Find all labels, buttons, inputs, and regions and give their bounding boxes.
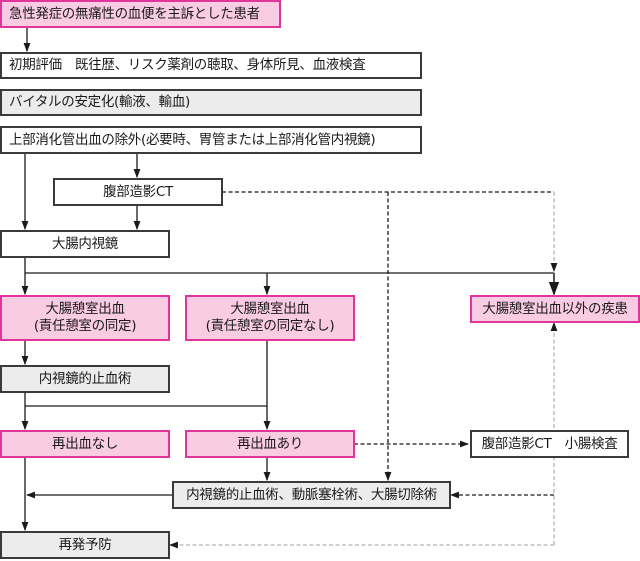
node-diverticular-not-identified-line2: (責任憩室の同定なし) — [205, 318, 335, 334]
node-diverticular-identified: 大腸憩室出血 (責任憩室の同定) — [0, 295, 170, 341]
node-diverticular-identified-line1: 大腸憩室出血 — [45, 301, 125, 317]
node-ct: 腹部造影CT — [53, 178, 223, 206]
node-upper-gi-label: 上部消化管出血の除外(必要時、胃管または上部消化管内視鏡) — [9, 131, 376, 148]
node-patient-label: 急性発症の無痛性の血便を主訴とした患者 — [9, 5, 260, 22]
node-rebleeding-label: 再出血あり — [237, 435, 303, 452]
node-diverticular-identified-line2: (責任憩室の同定) — [33, 318, 137, 334]
node-no-rebleeding-label: 再出血なし — [52, 435, 118, 452]
node-intervention: 内視鏡的止血術、動脈塞栓術、大腸切除術 — [172, 481, 451, 509]
node-prevention-label: 再発予防 — [58, 536, 112, 553]
node-no-rebleeding: 再出血なし — [0, 430, 170, 458]
node-initial-eval: 初期評価 既往歴、リスク薬剤の聴取、身体所見、血液検査 — [0, 52, 422, 79]
node-vital: バイタルの安定化(輸液、輸血) — [0, 89, 422, 116]
node-endoscopic-hemostasis: 内視鏡的止血術 — [0, 365, 170, 393]
node-vital-label: バイタルの安定化(輸液、輸血) — [9, 94, 190, 110]
node-other-disease: 大腸憩室出血以外の疾患 — [470, 295, 640, 323]
node-colonoscopy-label: 大腸内視鏡 — [52, 235, 118, 252]
node-initial-eval-label: 初期評価 既往歴、リスク薬剤の聴取、身体所見、血液検査 — [9, 57, 366, 73]
node-endoscopic-hemostasis-label: 内視鏡的止血術 — [38, 370, 132, 387]
node-ct-label: 腹部造影CT — [103, 183, 173, 200]
node-patient: 急性発症の無痛性の血便を主訴とした患者 — [0, 0, 281, 28]
node-ct-small-bowel-label: 腹部造影CT 小腸検査 — [481, 435, 618, 452]
node-colonoscopy: 大腸内視鏡 — [0, 230, 170, 258]
node-ct-small-bowel: 腹部造影CT 小腸検査 — [470, 430, 629, 458]
node-prevention: 再発予防 — [0, 531, 170, 559]
node-intervention-label: 内視鏡的止血術、動脈塞栓術、大腸切除術 — [186, 486, 437, 503]
node-diverticular-not-identified-line1: 大腸憩室出血 — [230, 301, 310, 317]
node-diverticular-not-identified: 大腸憩室出血 (責任憩室の同定なし) — [185, 295, 355, 341]
node-upper-gi: 上部消化管出血の除外(必要時、胃管または上部消化管内視鏡) — [0, 126, 422, 154]
node-other-disease-label: 大腸憩室出血以外の疾患 — [482, 300, 628, 317]
node-rebleeding: 再出血あり — [185, 430, 355, 458]
